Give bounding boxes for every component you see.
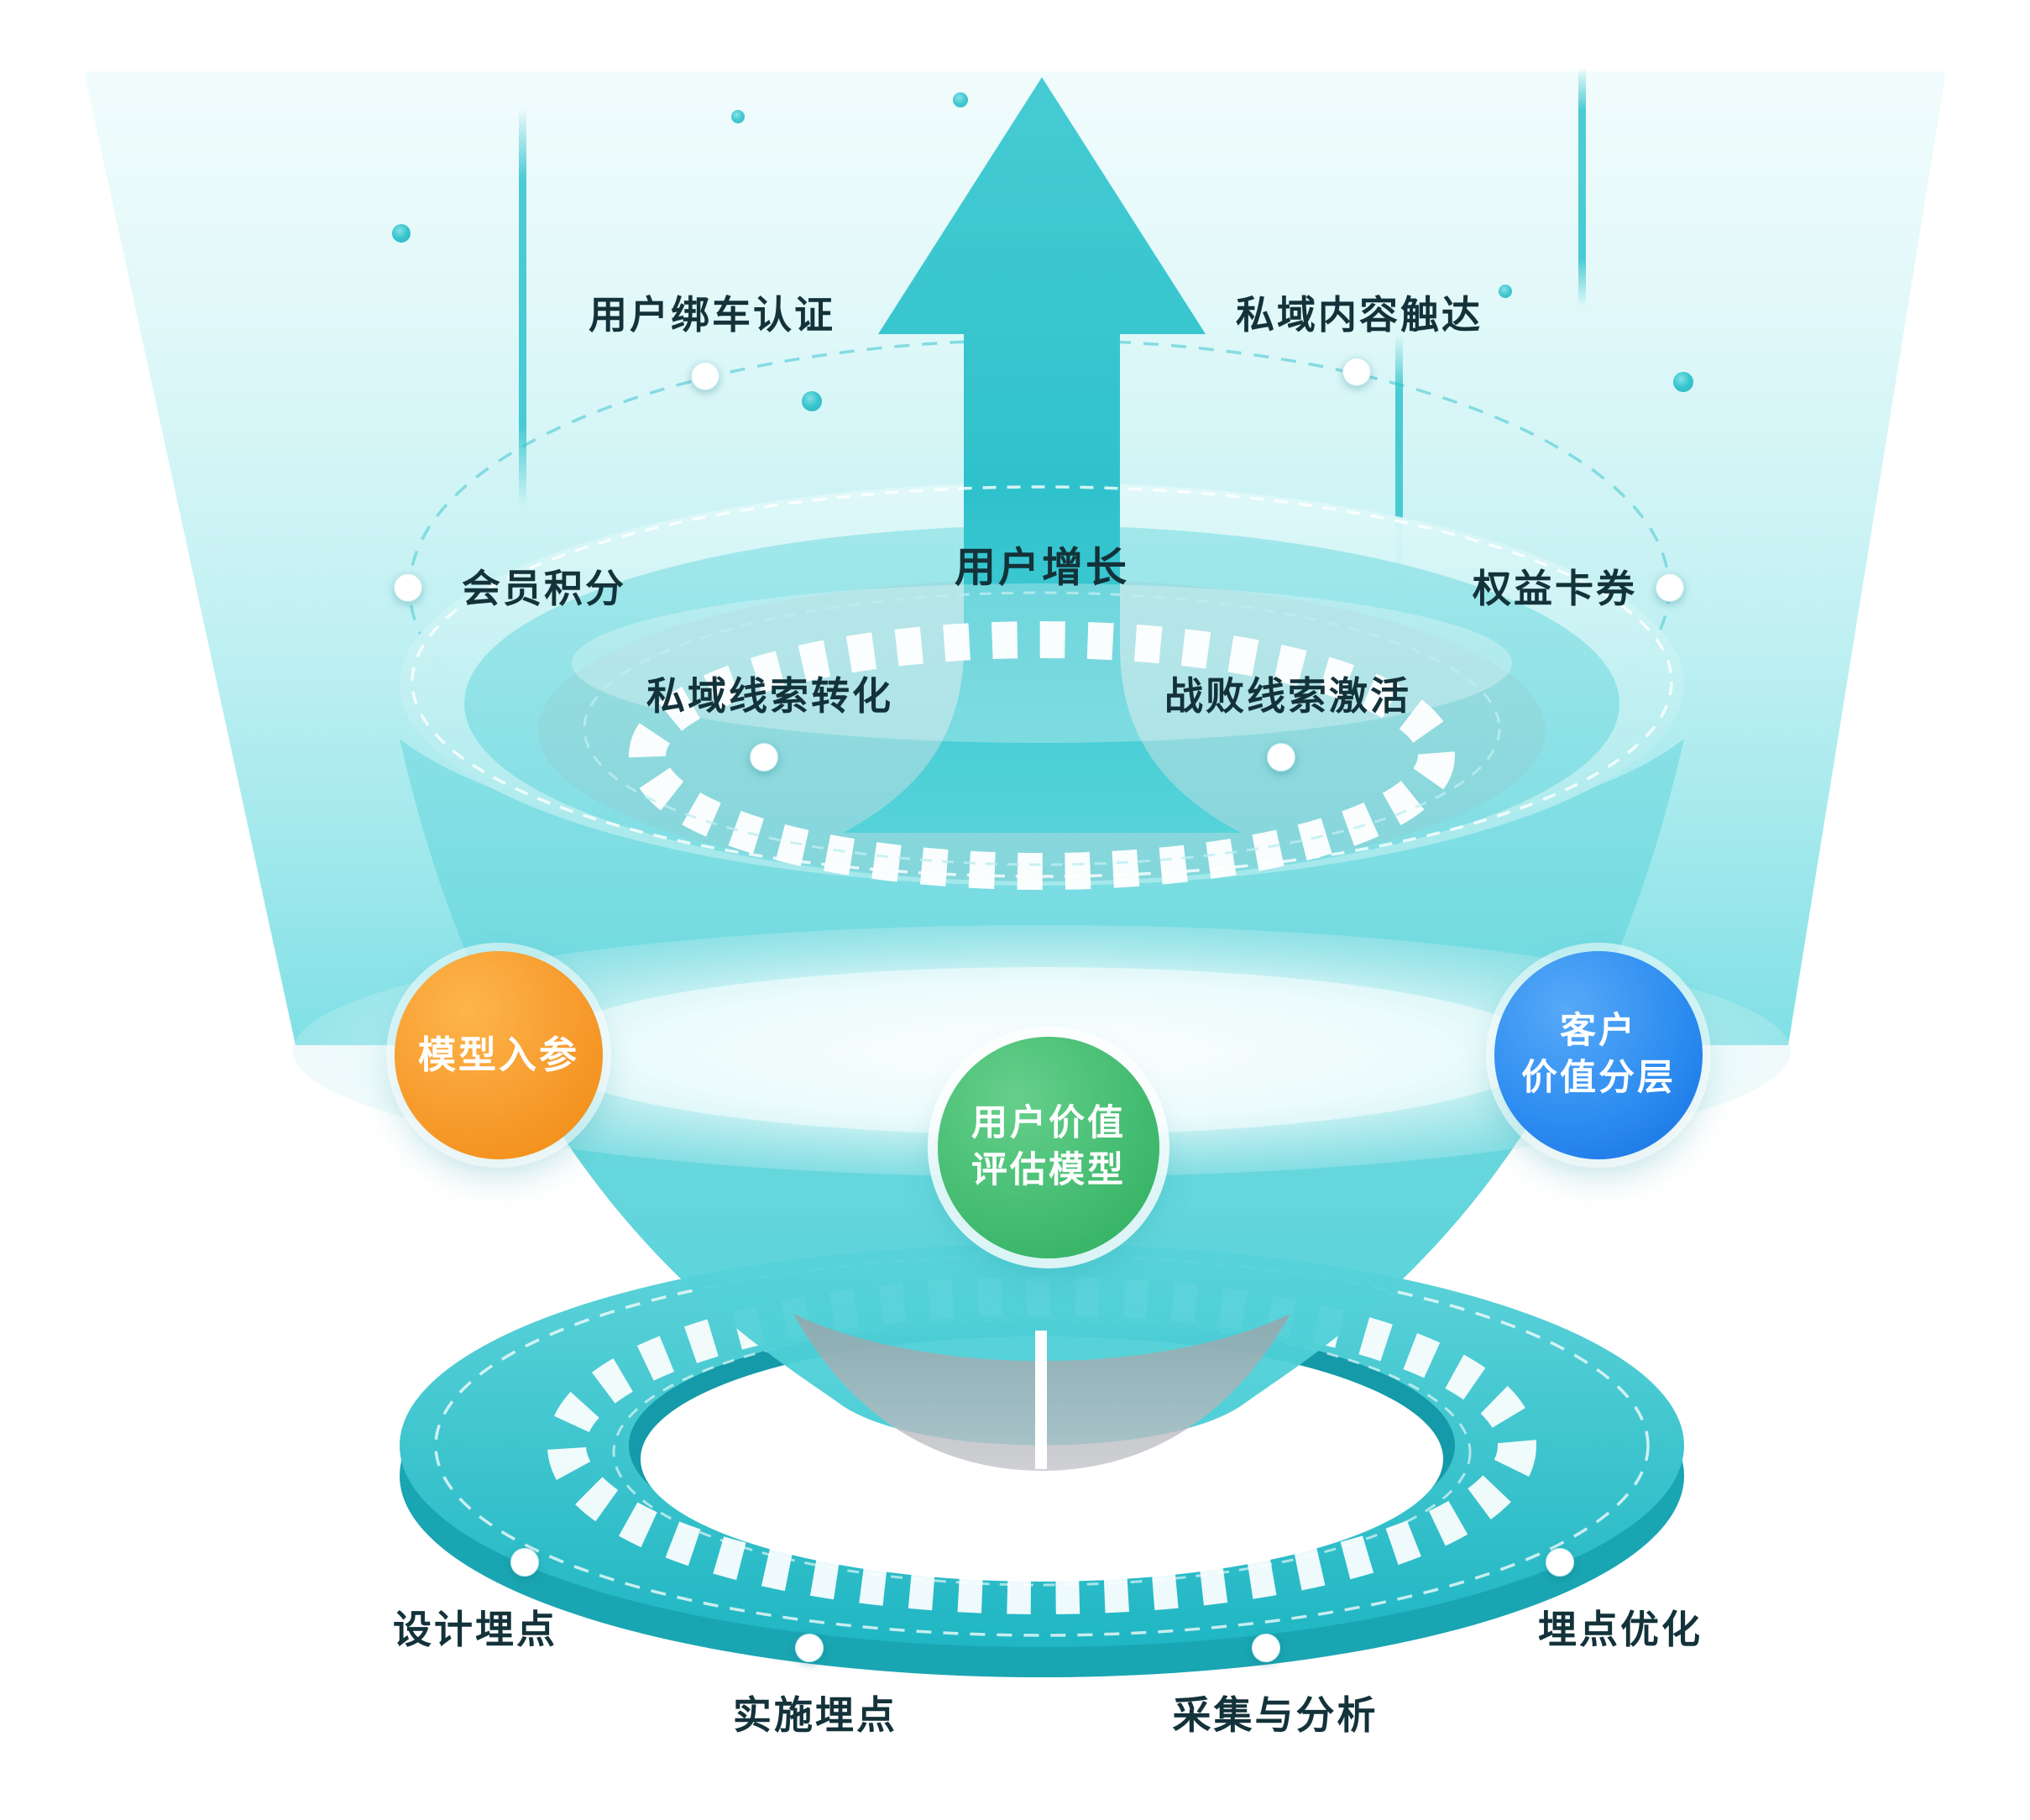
label-lost-lead-activation: 战败线索激活 (1164, 674, 1411, 718)
node-dot-private-content-reach (1342, 358, 1371, 386)
node-dot-private-lead-conversion (750, 743, 778, 771)
funnel-rim-and-arrow (400, 77, 1684, 890)
bokeh-dots (392, 92, 1693, 411)
vertical-accent-lines (519, 67, 1586, 649)
badge-model-input-label: 模型入参 (417, 1033, 579, 1076)
badge-user-value-model-line1: 用户价值 (971, 1103, 1126, 1144)
node-dot-collect-analyze (1252, 1634, 1280, 1662)
badge-user-value-model-line2: 评估模型 (971, 1150, 1126, 1190)
growth-arrow (843, 77, 1241, 833)
badge-customer-value-tiering-line2: 价值分层 (1521, 1058, 1676, 1098)
badge-customer-value-tiering-line1: 客户 (1560, 1011, 1637, 1052)
label-implement-tracking: 实施埋点 (733, 1693, 897, 1737)
node-dot-benefit-coupons (1656, 573, 1684, 602)
node-dot-design-tracking (510, 1548, 539, 1577)
label-private-content-reach: 私域内容触达 (1236, 293, 1483, 337)
node-dot-lost-lead-activation (1267, 743, 1295, 771)
label-collect-analyze: 采集与分析 (1172, 1693, 1379, 1737)
node-dot-implement-tracking (795, 1634, 824, 1662)
node-dot-user-car-binding (691, 362, 719, 390)
badge-customer-value-tiering: 客户 价值分层 (1494, 951, 1703, 1159)
label-private-lead-conversion: 私域线索转化 (646, 674, 893, 718)
node-dot-tracking-optimization (1546, 1548, 1574, 1577)
label-user-car-binding: 用户绑车认证 (589, 293, 835, 337)
label-tracking-optimization: 埋点优化 (1538, 1608, 1703, 1651)
label-member-points: 会员积分 (462, 567, 626, 610)
badge-model-input: 模型入参 (395, 951, 603, 1159)
label-design-tracking: 设计埋点 (393, 1608, 557, 1651)
label-user-growth: 用户增长 (954, 545, 1130, 591)
badge-user-value-model: 用户价值 评估模型 (938, 1037, 1159, 1258)
label-benefit-coupons: 权益卡券 (1473, 567, 1637, 610)
node-dot-member-points (394, 573, 422, 602)
